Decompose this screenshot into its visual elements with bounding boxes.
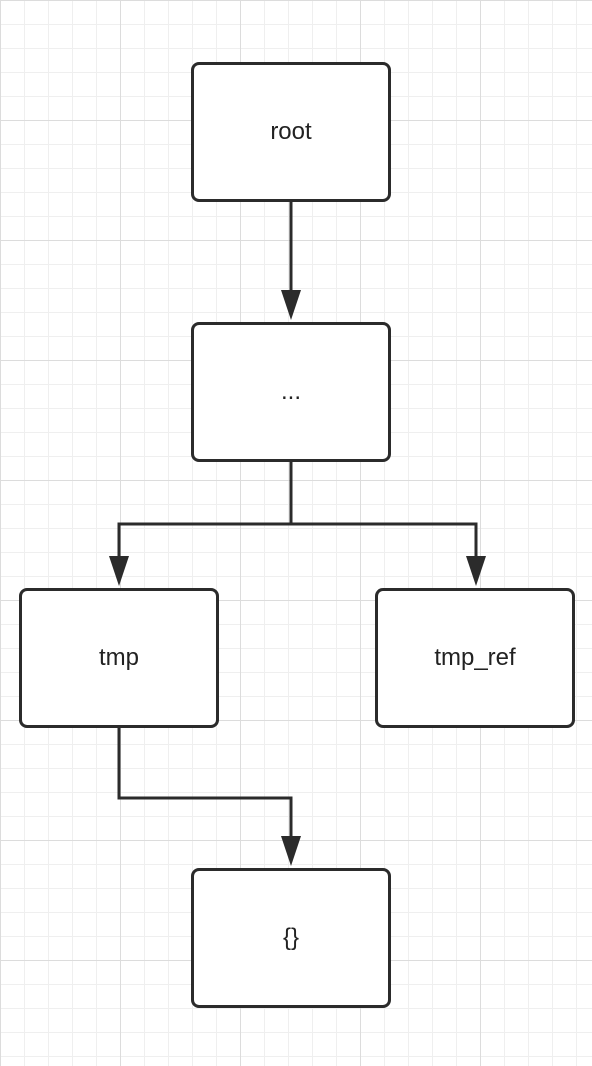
- edge-dots-to-tmp-ref: [291, 522, 478, 560]
- node-ellipsis-label: ...: [280, 378, 301, 405]
- edge-dots-to-tmp: [117, 522, 291, 560]
- node-tmp-label: tmp: [98, 644, 139, 671]
- edge-tmp-to-obj: [117, 728, 293, 840]
- node-tmp-ref-label: tmp_ref: [434, 644, 516, 671]
- node-root[interactable]: root: [191, 62, 391, 202]
- arrowhead-tmp-ref: [466, 556, 486, 586]
- arrowhead-dots: [281, 290, 301, 320]
- node-root-label: root: [270, 118, 312, 145]
- arrowhead-obj: [281, 836, 301, 866]
- node-ellipsis[interactable]: ...: [191, 322, 391, 462]
- node-tmp-ref[interactable]: tmp_ref: [375, 588, 575, 728]
- node-tmp[interactable]: tmp: [19, 588, 219, 728]
- node-empty-object-label: {}: [282, 924, 300, 951]
- node-empty-object[interactable]: {}: [191, 868, 391, 1008]
- arrowhead-tmp: [109, 556, 129, 586]
